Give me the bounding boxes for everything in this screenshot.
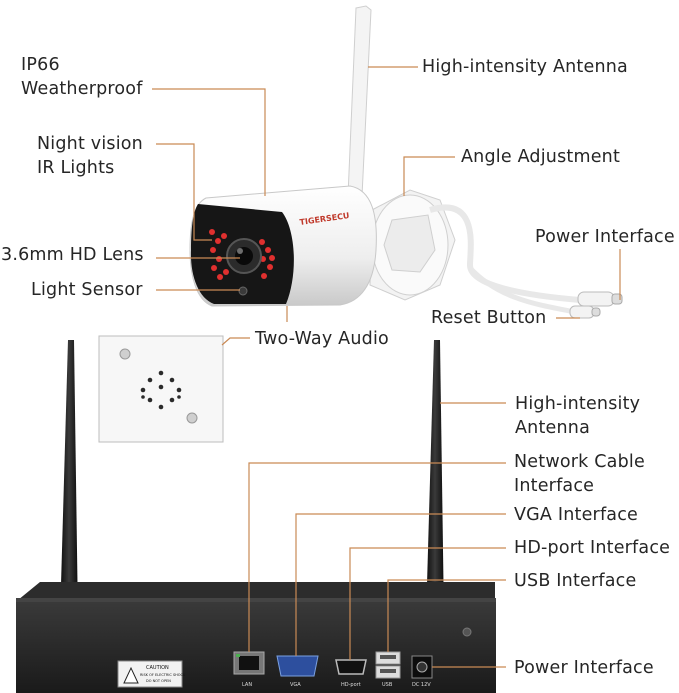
label-angle-adjustment: Angle Adjustment — [461, 147, 621, 167]
label-power-interface-bottom: Power Interface — [514, 658, 654, 678]
reset-connector — [569, 305, 601, 319]
leader-lines — [152, 66, 621, 668]
label-network-cable: Network Cable Interface — [514, 450, 645, 498]
light-sensor — [238, 286, 248, 296]
label-ip66-line1: IP66 — [21, 55, 60, 75]
label-night-vision: Night vision IR Lights — [37, 132, 143, 180]
camera-mount — [369, 189, 456, 301]
port-label-usb: USB — [382, 682, 393, 688]
label-power-interface-top: Power Interface — [535, 227, 675, 247]
label-night-vision-line1: Night vision — [37, 134, 143, 154]
label-ip66: IP66 Weatherproof — [21, 53, 143, 101]
label-vga: VGA Interface — [514, 505, 639, 525]
port-label-dc: DC 12V — [412, 682, 431, 688]
label-antenna-top: High-intensity Antenna — [422, 57, 628, 77]
port-label-lan: LAN — [242, 682, 252, 688]
camera-antenna — [347, 5, 372, 197]
label-reset-button: Reset Button — [431, 308, 547, 328]
label-usb: USB Interface — [514, 571, 637, 591]
label-antenna-nvr-line2: Antenna — [515, 418, 590, 438]
port-label-vga: VGA — [290, 682, 301, 688]
port-label-hdport: HD-port — [341, 682, 361, 688]
svg-text:DO NOT OPEN: DO NOT OPEN — [146, 679, 171, 683]
label-light-sensor: Light Sensor — [31, 280, 143, 300]
label-network-line1: Network Cable — [514, 452, 645, 472]
vga-port — [276, 655, 319, 677]
label-network-line2: Interface — [514, 476, 595, 496]
ir-lights — [209, 229, 275, 280]
svg-text:CAUTION: CAUTION — [146, 665, 169, 671]
lan-port — [233, 651, 265, 675]
speaker-inset — [98, 335, 224, 443]
dc-port — [411, 655, 433, 679]
nvr-antennas — [60, 340, 444, 620]
svg-text:RISK OF ELECTRIC SHOCK: RISK OF ELECTRIC SHOCK — [140, 673, 186, 677]
label-two-way-audio: Two-Way Audio — [255, 329, 389, 349]
hdport-port — [335, 659, 367, 675]
label-ip66-line2: Weatherproof — [21, 79, 143, 99]
camera-cable — [429, 204, 581, 303]
caution-sticker: CAUTION RISK OF ELECTRIC SHOCK DO NOT OP… — [117, 660, 186, 688]
label-lens: 3.6mm HD Lens — [1, 245, 144, 265]
nvr-body — [16, 582, 496, 693]
label-antenna-nvr-line1: High-intensity — [515, 394, 641, 414]
label-antenna-nvr: High-intensity Antenna — [515, 392, 640, 440]
power-connector — [577, 291, 623, 307]
camera-body — [189, 185, 377, 307]
label-hdport: HD-port Interface — [514, 538, 671, 558]
label-night-vision-line2: IR Lights — [37, 158, 115, 178]
